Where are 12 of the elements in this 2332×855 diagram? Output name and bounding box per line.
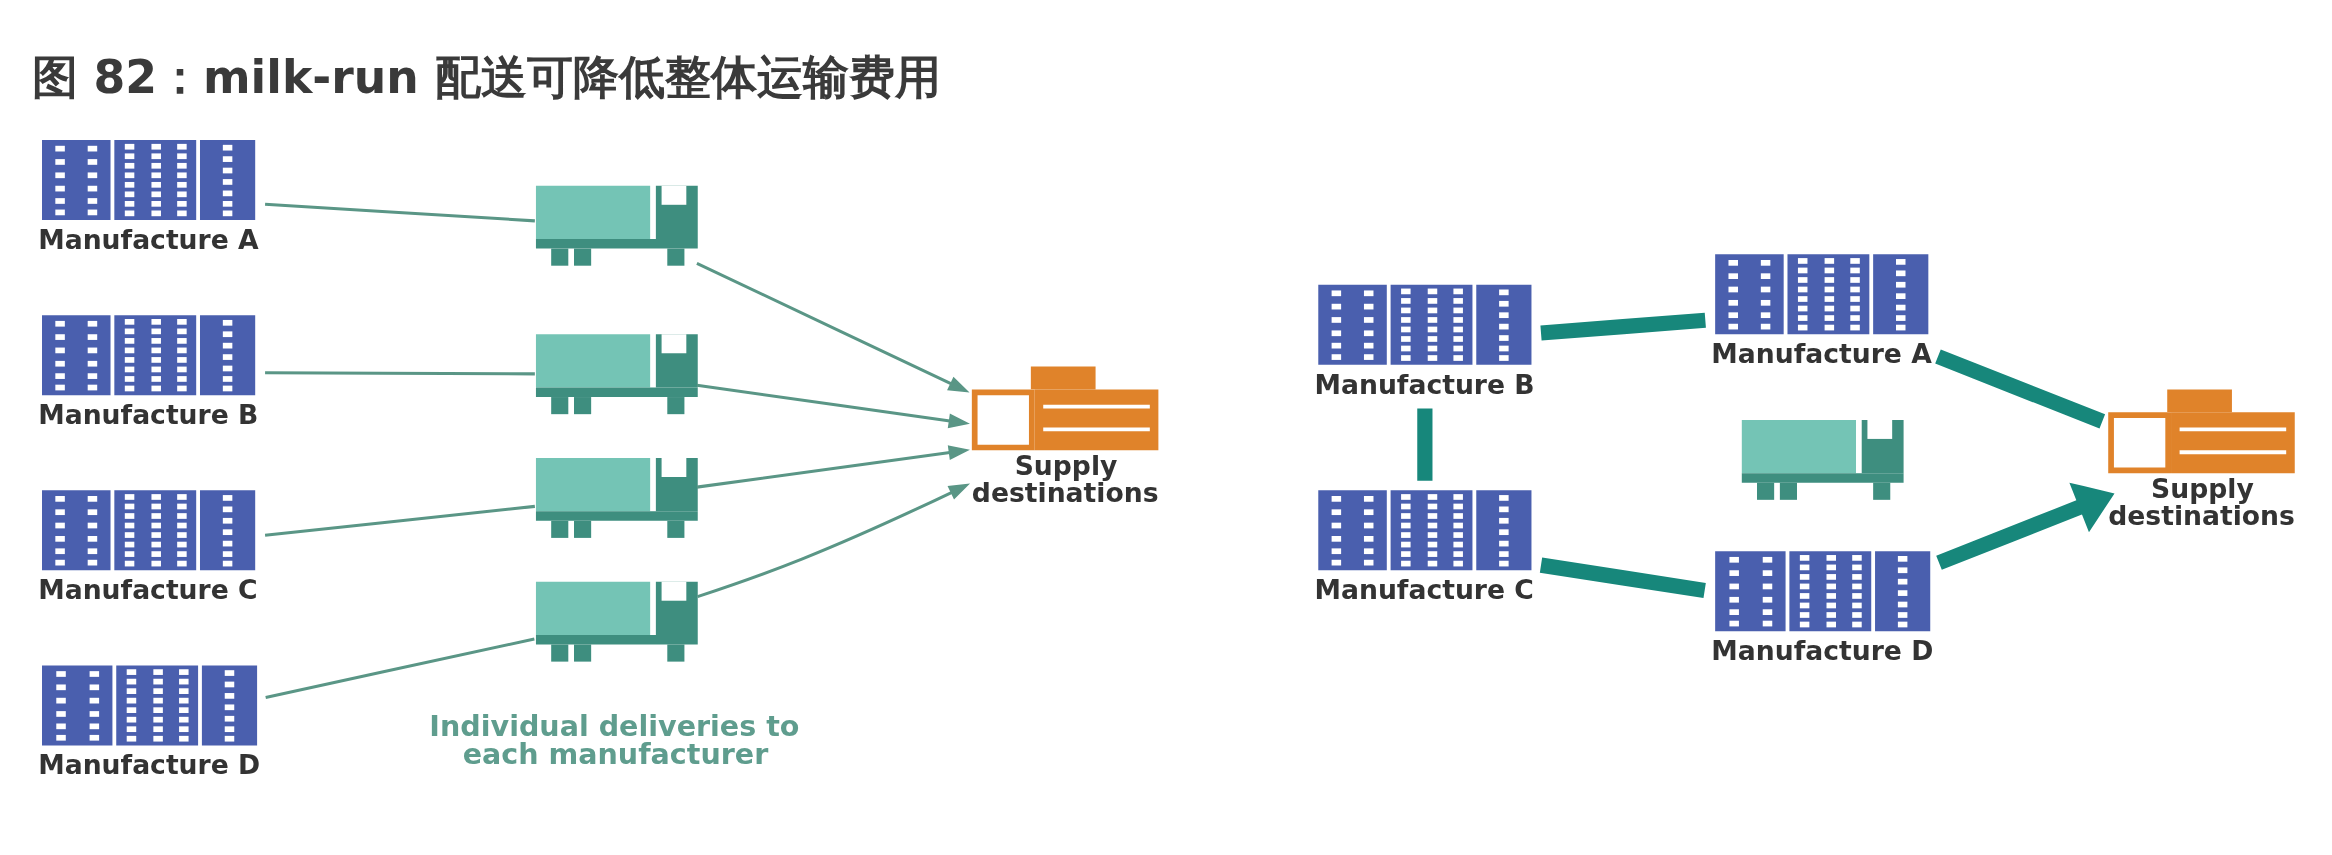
node-label: Manufacture A: [1711, 338, 1932, 370]
diagram-title: 图 82：milk-run 配送可降低整体运输费用: [31, 50, 941, 104]
node-label: Supply destinations: [2108, 473, 2295, 531]
node-label: Manufacture B: [38, 399, 259, 431]
label: Individual deliveries to each manufacturer: [429, 708, 800, 772]
node-label: Manufacture D: [38, 749, 261, 781]
node-label: Supply destinations: [971, 450, 1159, 509]
node-label: Manufacture B: [1314, 368, 1535, 400]
node-label: Manufacture C: [38, 574, 258, 606]
node-label: Manufacture D: [1711, 635, 1934, 667]
node-label: Manufacture C: [1314, 574, 1534, 606]
node-label: Manufacture A: [38, 223, 259, 255]
